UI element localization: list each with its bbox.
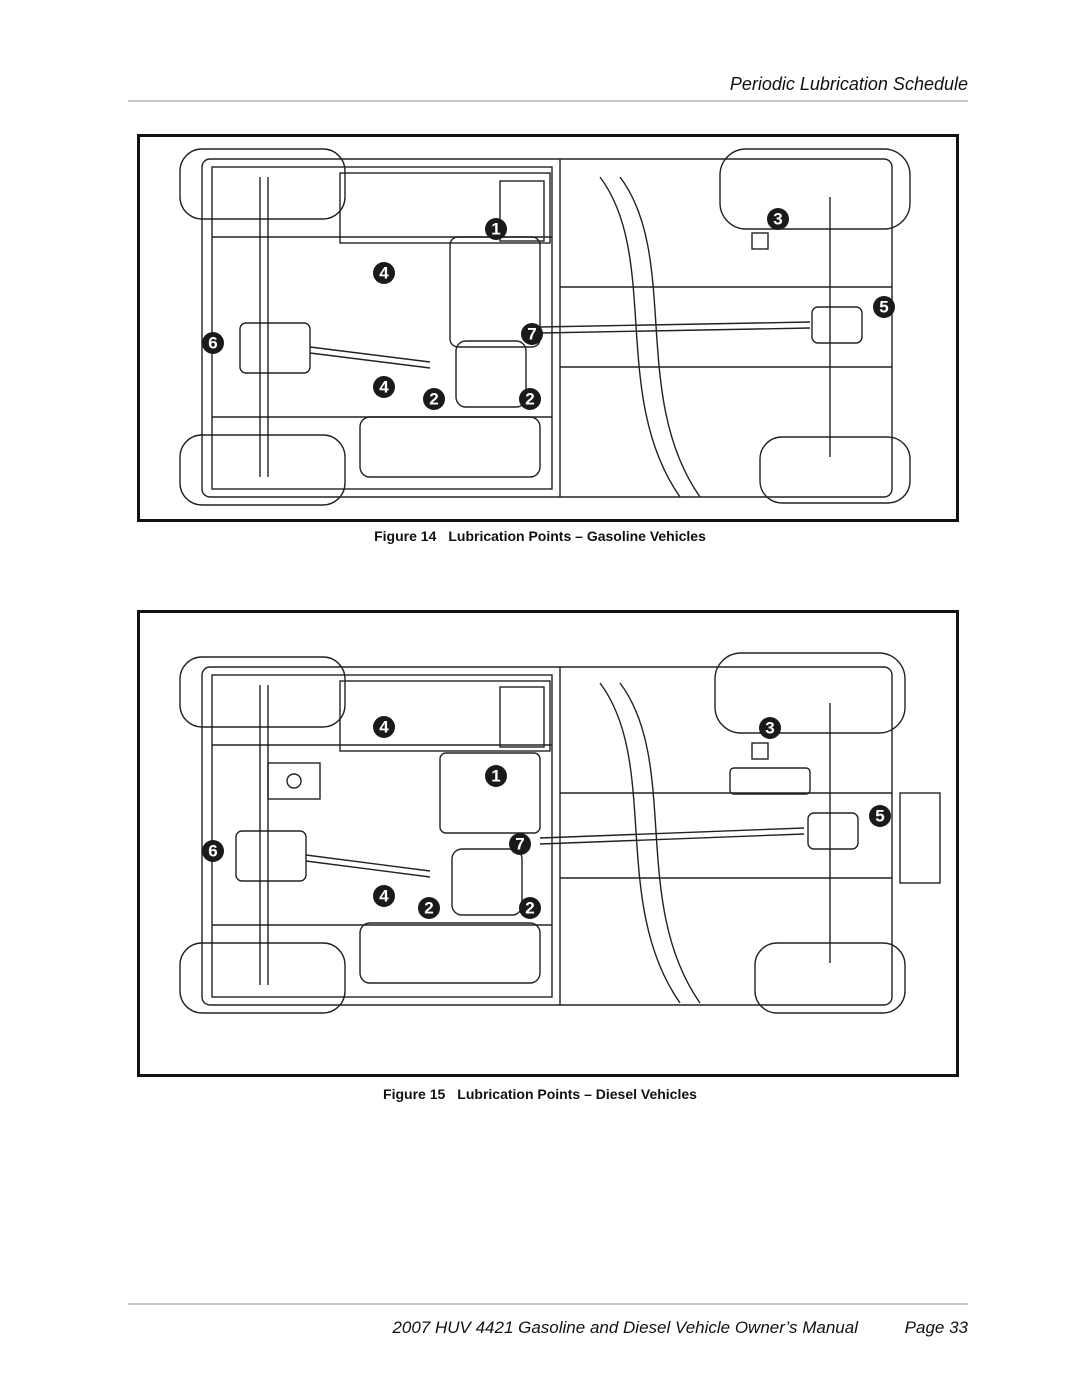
callout-marker: [519, 388, 541, 410]
figure-14-number: Figure 14: [374, 528, 437, 544]
callout-marker: [509, 833, 531, 855]
callout-label: 2: [424, 899, 433, 918]
callout-label: 7: [515, 835, 524, 854]
footer-rule: [128, 1303, 968, 1305]
diesel-vehicle-chassis-drawing: 4 1 6 7 4 2 2 3 5: [179, 652, 941, 1014]
callout-label: 4: [379, 378, 389, 397]
callout-marker: [519, 897, 541, 919]
callout-group: 4 1 6 7 4 2 2 3 5: [202, 716, 891, 919]
header-rule: [128, 100, 968, 102]
callout-label: 6: [208, 842, 217, 861]
callout-label: 6: [208, 334, 217, 353]
callout-group: 1 4 6 7 4 2 2 3 5: [202, 208, 895, 410]
callout-marker: [202, 840, 224, 862]
running-header-title: Periodic Lubrication Schedule: [729, 74, 968, 94]
callout-marker: [373, 885, 395, 907]
callout-label: 4: [379, 887, 389, 906]
callout-marker: [373, 716, 395, 738]
gasoline-vehicle-chassis-drawing: 1 4 6 7 4 2 2 3 5: [179, 148, 911, 506]
callout-marker: [485, 218, 507, 240]
figure-14-caption-text: Lubrication Points – Gasoline Vehicles: [448, 528, 706, 544]
callout-label: 4: [379, 718, 389, 737]
callout-marker: [521, 323, 543, 345]
callout-label: 3: [765, 719, 774, 738]
figure-15-diesel-diagram: 4 1 6 7 4 2 2 3 5: [137, 610, 959, 1077]
callout-label: 7: [527, 325, 536, 344]
callout-label: 1: [491, 767, 500, 786]
callout-marker: [485, 765, 507, 787]
callout-marker: [373, 376, 395, 398]
callout-label: 2: [525, 390, 534, 409]
callout-marker: [418, 897, 440, 919]
figure-14-gasoline-diagram: 1 4 6 7 4 2 2 3 5: [137, 134, 959, 522]
callout-label: 1: [491, 220, 500, 239]
callout-label: 5: [875, 807, 884, 826]
callout-marker: [759, 717, 781, 739]
callout-marker: [873, 296, 895, 318]
callout-marker: [423, 388, 445, 410]
callout-marker: [373, 262, 395, 284]
figure-15-caption-text: Lubrication Points – Diesel Vehicles: [457, 1086, 697, 1102]
callout-marker: [202, 332, 224, 354]
callout-marker: [869, 805, 891, 827]
figure-15-caption: Figure 15 Lubrication Points – Diesel Veh…: [0, 1086, 1080, 1102]
callout-label: 3: [773, 210, 782, 229]
callout-label: 5: [879, 298, 888, 317]
figure-15-number: Figure 15: [383, 1086, 446, 1102]
callout-label: 4: [379, 264, 389, 283]
footer-manual-title: 2007 HUV 4421 Gasoline and Diesel Vehicl…: [392, 1318, 858, 1337]
callout-label: 2: [525, 899, 534, 918]
figure-14-caption: Figure 14 Lubrication Points – Gasoline V…: [0, 528, 1080, 544]
callout-marker: [767, 208, 789, 230]
footer-page-number: Page 33: [904, 1318, 968, 1337]
callout-label: 2: [429, 390, 438, 409]
